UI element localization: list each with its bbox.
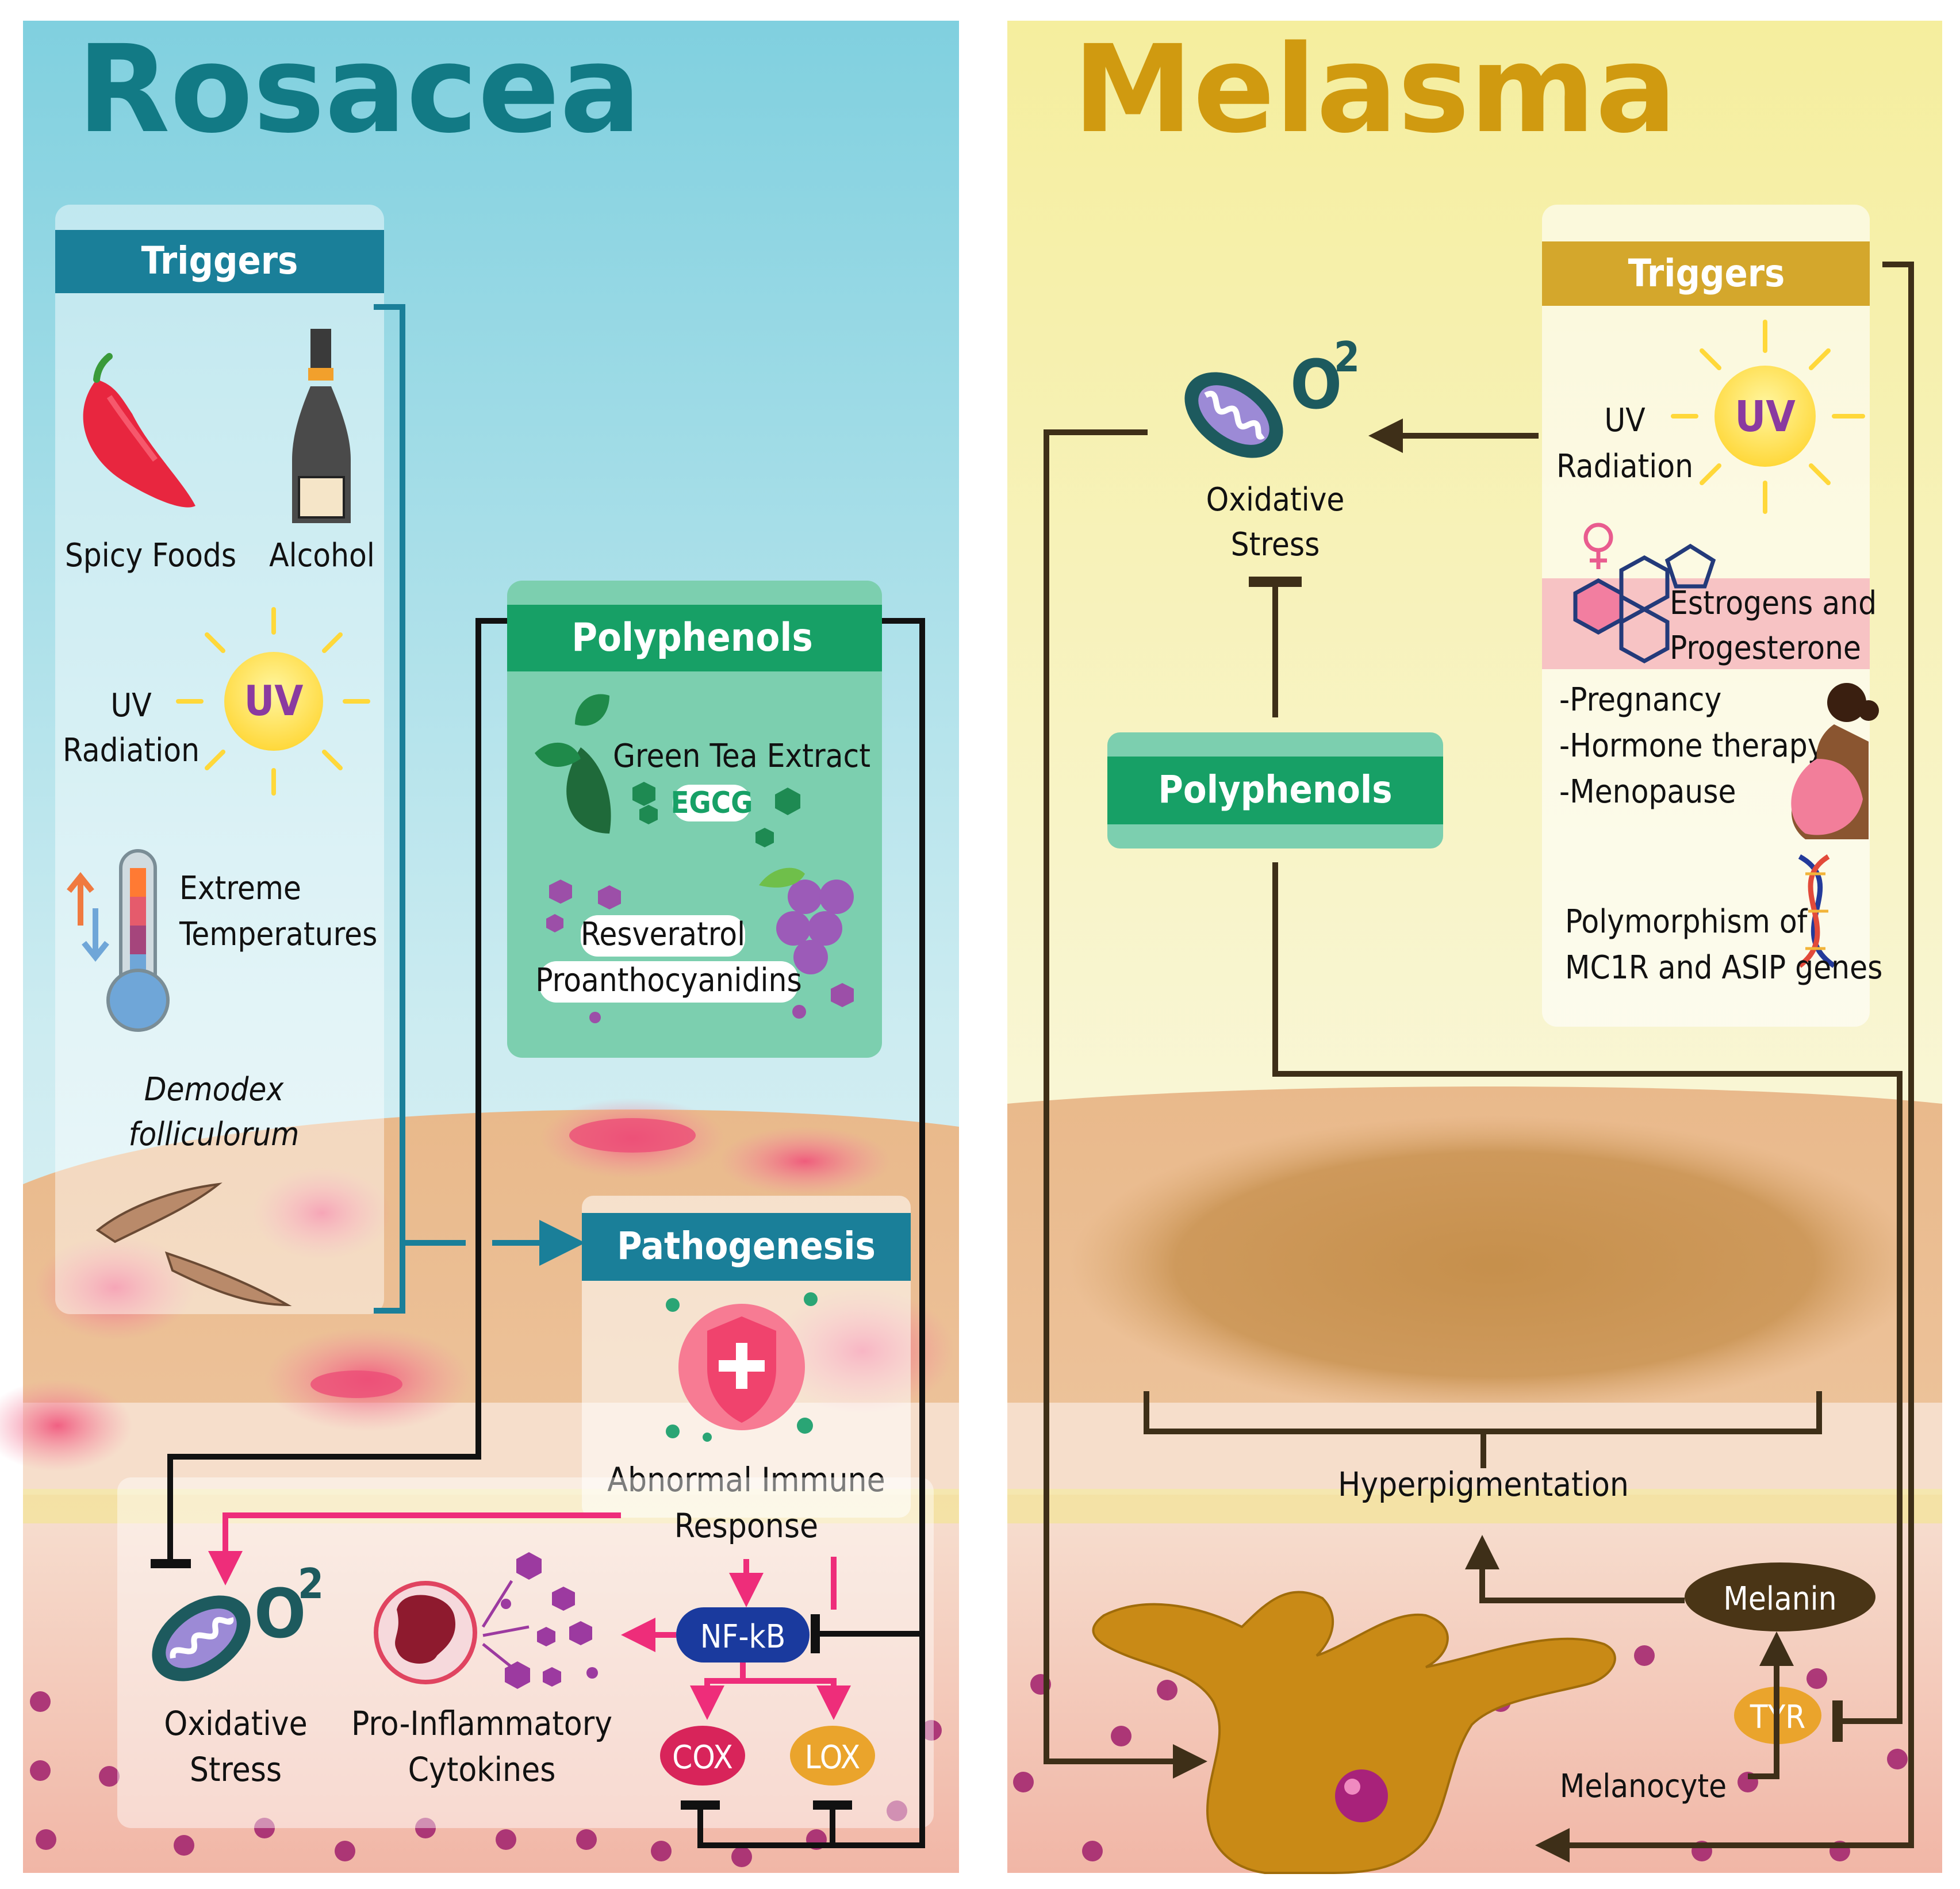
- melanocyte-label: Melanocyte: [1560, 1768, 1727, 1805]
- green-tea-label: Green Tea Extract: [613, 738, 870, 775]
- resveratrol-molecules: [546, 880, 854, 1023]
- lox-node: [790, 1726, 875, 1786]
- melanocyte-cell: [1092, 1591, 1616, 1874]
- svg-text:Polyphenols: Polyphenols: [571, 615, 813, 661]
- o2-symbol: O: [254, 1574, 306, 1653]
- steroid-molecule-icon: [1573, 523, 1716, 663]
- melasma-uv-line2: Radiation: [1556, 448, 1693, 485]
- melasma-o2-subscript: 2: [1334, 333, 1360, 381]
- genes-line2: MC1R and ASIP genes: [1565, 949, 1882, 986]
- melanin-node: [1685, 1562, 1875, 1631]
- pathogenesis-header: [582, 1213, 911, 1281]
- melasma-title: Melasma: [1073, 19, 1677, 160]
- demodex-mite-icon: [95, 1182, 292, 1307]
- hormone-item-1: -Hormone therapy: [1559, 727, 1825, 765]
- mitochondrion-icon: [152, 1595, 251, 1681]
- svg-text:Polyphenols: Polyphenols: [1158, 767, 1392, 812]
- grapes-icon: [759, 867, 854, 974]
- sun-icon: [176, 607, 370, 796]
- nfkb-node: [676, 1607, 810, 1663]
- uv-label-line1: UV: [110, 687, 152, 724]
- pathogenesis-box: Pathogenesis Abnormal Immune: [582, 1196, 911, 1518]
- uv-label-line2: Radiation: [63, 732, 200, 769]
- melasma-o2-symbol: O: [1290, 345, 1342, 424]
- melasma-mitochondrion-icon: [1184, 372, 1283, 458]
- rosacea-polyphenols-box: Polyphenols Green Tea Extract EGCG: [507, 581, 882, 1058]
- rosacea-skin-cells: [30, 1691, 942, 1867]
- genes-line1: Polymorphism of: [1565, 903, 1808, 940]
- immune-shield-icon: [666, 1292, 818, 1442]
- melasma-polyphenols-header: [1107, 757, 1443, 824]
- melasma-sun-icon: [1671, 320, 1865, 514]
- melasma-patch: [1069, 1115, 1920, 1414]
- rosacea-triggers-box: Triggers Spicy Foods Alcohol: [55, 205, 384, 1314]
- egcg-molecules: [632, 782, 800, 847]
- abnormal-immune-line2: Response: [674, 1506, 818, 1545]
- chili-pepper-icon: [83, 353, 195, 508]
- hormone-line2: Progesterone: [1670, 629, 1861, 667]
- hyperpigmentation-label: Hyperpigmentation: [1338, 1465, 1629, 1504]
- oxidative-stress-line1: Oxidative: [164, 1704, 307, 1743]
- abnormal-immune-line1: Abnormal Immune: [607, 1460, 885, 1499]
- melanin-label: Melanin: [1723, 1580, 1836, 1618]
- oxidative-stress-line2: Stress: [190, 1750, 282, 1789]
- melasma-triggers-box: Triggers UV UV Radiation: [1542, 205, 1882, 1027]
- rosacea-pathway-box: Response O 2 Oxidative Stress: [117, 1477, 934, 1828]
- demodex-line2: folliculorum: [129, 1116, 300, 1153]
- svg-text:Pathogenesis: Pathogenesis: [617, 1224, 876, 1268]
- melasma-oxidative-line2: Stress: [1231, 526, 1320, 563]
- cox-label: COX: [672, 1739, 733, 1776]
- alcohol-bottle-icon: [292, 329, 351, 523]
- cytokines-line2: Cytokines: [408, 1750, 556, 1789]
- cytokine-release-arrows: [481, 1580, 530, 1668]
- spicy-foods-label: Spicy Foods: [65, 537, 236, 574]
- proanthocyanidins-label: Proanthocyanidins: [535, 962, 801, 999]
- hormone-line1: Estrogens and: [1670, 585, 1877, 622]
- thermometer-icon: [67, 849, 170, 1032]
- rosacea-triggers-header: [55, 230, 384, 293]
- immune-cell-icon: [374, 1581, 477, 1684]
- rosacea-title: Rosacea: [77, 19, 641, 160]
- cox-node: [660, 1726, 745, 1786]
- cytokine-molecules: [501, 1552, 598, 1689]
- melasma-connectors: [1044, 262, 1914, 1863]
- svg-text:Triggers: Triggers: [1628, 251, 1785, 295]
- lox-label: LOX: [805, 1739, 861, 1776]
- melasma-oxidative-line1: Oxidative: [1206, 481, 1345, 519]
- rosacea-polyphenols-header: [507, 605, 882, 671]
- pregnant-woman-icon: [1791, 683, 1879, 839]
- demodex-line1: Demodex: [144, 1071, 285, 1108]
- resveratrol-label: Resveratrol: [581, 916, 745, 953]
- dna-icon: [1798, 854, 1836, 968]
- hormone-item-0: -Pregnancy: [1559, 681, 1721, 719]
- melasma-uv-badge: UV: [1735, 392, 1796, 441]
- alcohol-label: Alcohol: [269, 537, 375, 574]
- tea-leaf-icon: [535, 694, 611, 834]
- o2-subscript: 2: [298, 1560, 324, 1608]
- uv-badge: UV: [244, 677, 304, 725]
- melasma-uv-line1: UV: [1604, 402, 1646, 439]
- egcg-label: EGCG: [670, 786, 753, 820]
- rosacea-connectors: [151, 304, 925, 1848]
- nfkb-label: NF-kB: [700, 1618, 786, 1656]
- melasma-polyphenols-box: Polyphenols: [1107, 732, 1443, 848]
- svg-text:Triggers: Triggers: [141, 239, 298, 283]
- melasma-oxidative-stress: O 2 Oxidative Stress: [1184, 333, 1360, 563]
- extreme-temperatures-line2: Temperatures: [179, 916, 377, 953]
- cytokines-line1: Pro-Inflammatory: [351, 1704, 612, 1743]
- extreme-temperatures-line1: Extreme: [179, 870, 301, 907]
- melasma-triggers-header: [1542, 241, 1870, 306]
- hormone-item-2: -Menopause: [1559, 773, 1736, 811]
